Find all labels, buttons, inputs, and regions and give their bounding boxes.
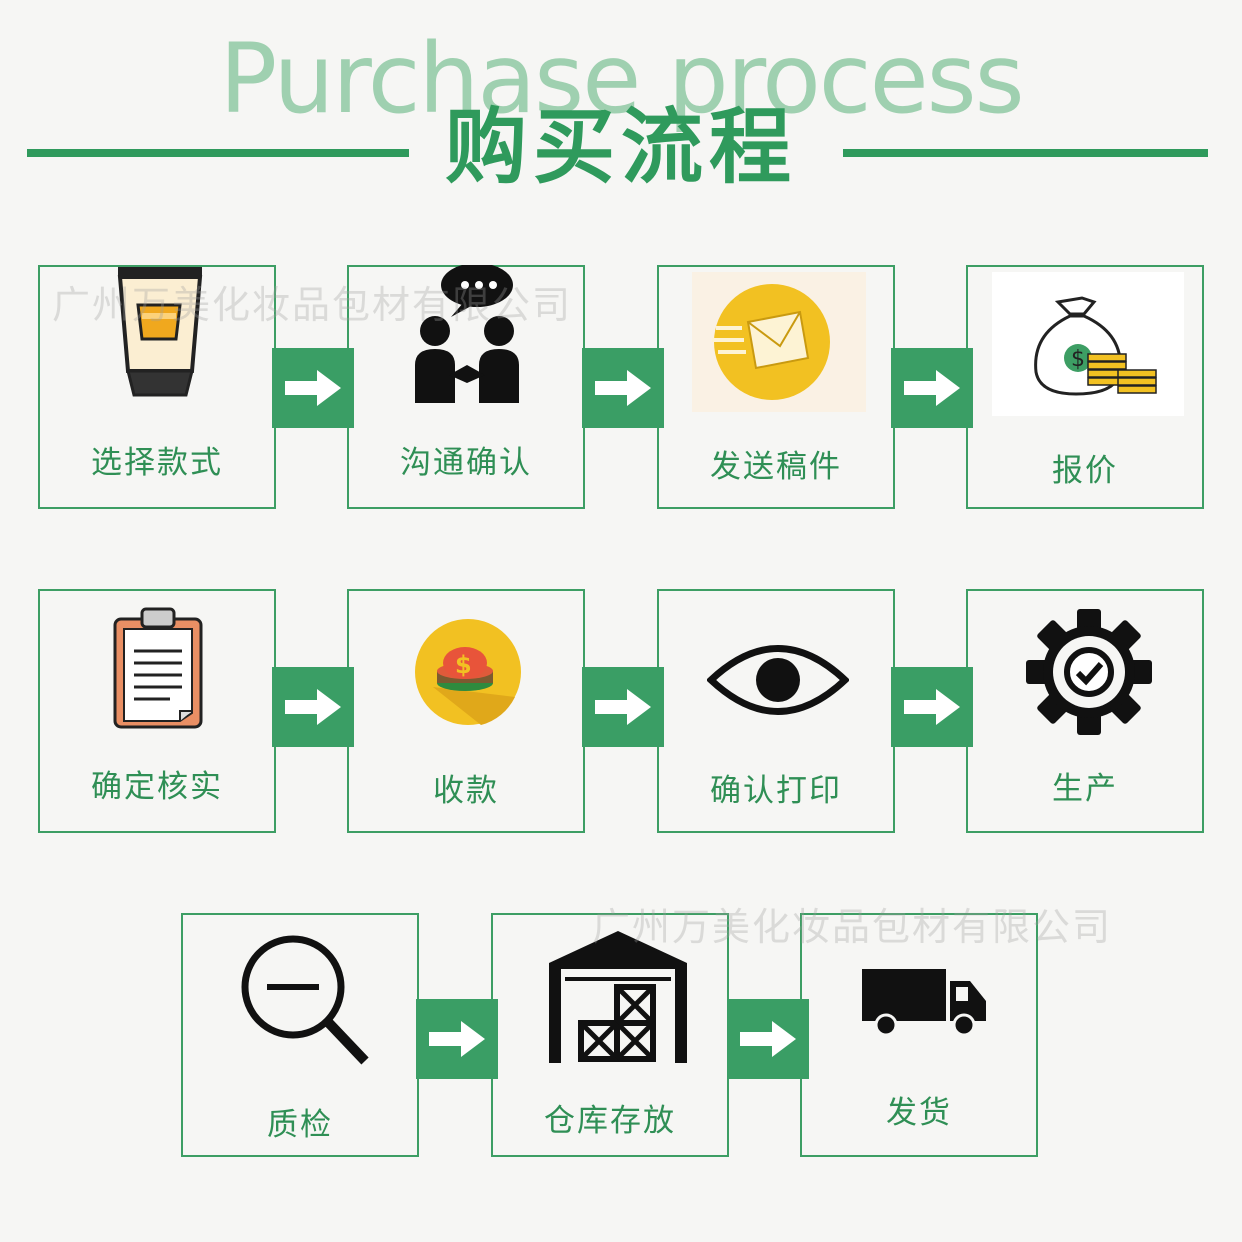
svg-text:$: $ [455,651,472,679]
truck-icon [862,969,986,1037]
step-label: 确认打印 [710,773,842,809]
gear-check-icon [1026,609,1152,735]
eye-icon [707,645,849,715]
arrow-right-icon [285,689,341,725]
email-send-icon [692,272,866,412]
arrow-right-icon [904,689,960,725]
step-label: 沟通确认 [400,445,532,481]
page-title-english: Purchase process [219,23,1024,135]
step-card-communicate: 沟通确认 [347,265,585,509]
money-bag-icon: $ [992,272,1184,416]
svg-text:$: $ [1071,347,1085,372]
arrow-right-icon [285,370,341,406]
flow-arrow [272,667,354,747]
step-card-warehouse: 仓库存放 [491,913,729,1157]
cosmetic-tube-icon [117,267,203,397]
step-card-select-style: 选择款式 [38,265,276,509]
flow-arrow [416,999,498,1079]
flow-arrow [582,667,664,747]
flow-arrow [582,348,664,428]
step-label: 发货 [886,1095,952,1131]
step-label: 选择款式 [91,445,223,481]
title-divider-right [843,149,1208,157]
step-card-inspection: 质检 [181,913,419,1157]
flow-arrow [891,348,973,428]
watermark-text: 广州万美化妆品包材有限公司 [592,905,1113,949]
step-label: 仓库存放 [544,1103,676,1139]
dollar-coin-icon: $ [415,619,521,725]
step-card-confirm-print: 确认打印 [657,589,895,833]
step-card-shipping: 发货 [800,913,1038,1157]
watermark-text: 广州万美化妆品包材有限公司 [52,283,573,327]
step-label: 发送稿件 [710,449,842,485]
step-label: 报价 [1052,453,1118,489]
step-card-quote: $ 报价 [966,265,1204,509]
arrow-right-icon [595,370,651,406]
people-chat-icon [415,265,519,403]
arrow-right-icon [904,370,960,406]
magnifier-icon [241,935,369,1065]
step-card-payment: $ 收款 [347,589,585,833]
step-card-production: 生产 [966,589,1204,833]
page-title: 购买流程 [444,100,797,195]
step-label: 确定核实 [91,769,223,805]
title-divider-left [27,149,409,157]
arrow-right-icon [740,1021,796,1057]
flow-arrow [272,348,354,428]
step-label: 质检 [267,1107,333,1143]
step-label: 收款 [433,773,499,809]
flow-arrow [727,999,809,1079]
warehouse-icon [549,931,687,1063]
clipboard-icon [113,607,203,729]
step-label: 生产 [1052,771,1118,807]
step-card-send-artwork: 发送稿件 [657,265,895,509]
arrow-right-icon [429,1021,485,1057]
step-card-verify: 确定核实 [38,589,276,833]
flow-arrow [891,667,973,747]
arrow-right-icon [595,689,651,725]
